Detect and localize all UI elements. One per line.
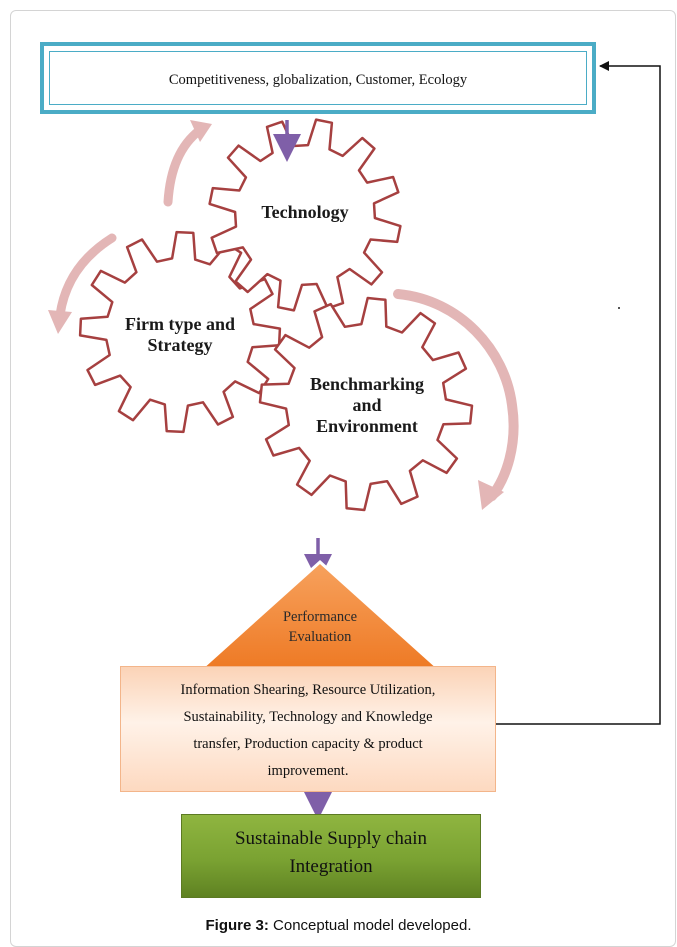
outcomes-line1: Information Shearing, Resource Utilizati… xyxy=(180,682,436,698)
outcomes-line3: transfer, Production capacity & product xyxy=(193,736,423,752)
evaluation-line2: Evaluation xyxy=(288,629,352,645)
outcomes-line4: improvement. xyxy=(267,763,349,779)
integration-text: Sustainable Supply chain Integration xyxy=(182,825,480,881)
evaluation-line1: Performance xyxy=(282,609,358,625)
bench-line1: Benchmarking xyxy=(309,374,424,394)
benchmarking-label: Benchmarking and Environment xyxy=(292,374,442,437)
evaluation-label: Performance Evaluation xyxy=(255,607,385,647)
technology-text: Technology xyxy=(261,202,349,222)
drivers-text: Competitiveness, globalization, Customer… xyxy=(168,72,468,88)
outcomes-box: Information Shearing, Resource Utilizati… xyxy=(120,666,496,792)
curved-arrow-top xyxy=(163,125,205,207)
caption-label: Figure 3: xyxy=(205,917,269,934)
curved-arrow-top-head xyxy=(190,120,212,142)
gear-technology xyxy=(208,118,402,312)
gear-benchmarking xyxy=(258,296,474,512)
drivers-box: Competitiveness, globalization, Customer… xyxy=(40,42,596,114)
integration-box: Sustainable Supply chain Integration xyxy=(181,814,481,898)
curved-arrow-right-head xyxy=(478,480,504,510)
bench-line2: and xyxy=(352,395,382,415)
outcomes-text: Information Shearing, Resource Utilizati… xyxy=(129,677,487,785)
firm-strategy-label: Firm type and Strategy xyxy=(105,314,255,356)
feedback-line xyxy=(496,61,661,725)
integration-line2: Integration xyxy=(289,856,373,877)
stray-dot xyxy=(618,307,620,309)
caption-text: Conceptual model developed. xyxy=(273,917,472,934)
figure-caption: Figure 3: Conceptual model developed. xyxy=(0,917,677,934)
gear-firm-strategy xyxy=(78,230,282,434)
outcomes-line2: Sustainability, Technology and Knowledge xyxy=(183,709,433,725)
curved-arrow-left-head xyxy=(48,310,72,334)
curved-arrow-left xyxy=(55,233,117,320)
firm-line2: Strategy xyxy=(147,335,213,355)
firm-line1: Firm type and xyxy=(125,314,235,334)
bench-line3: Environment xyxy=(316,416,418,436)
technology-label: Technology xyxy=(240,202,370,223)
integration-line1: Sustainable Supply chain xyxy=(234,828,428,849)
curved-arrow-right xyxy=(393,289,519,501)
drivers-box-inner: Competitiveness, globalization, Customer… xyxy=(49,51,587,105)
